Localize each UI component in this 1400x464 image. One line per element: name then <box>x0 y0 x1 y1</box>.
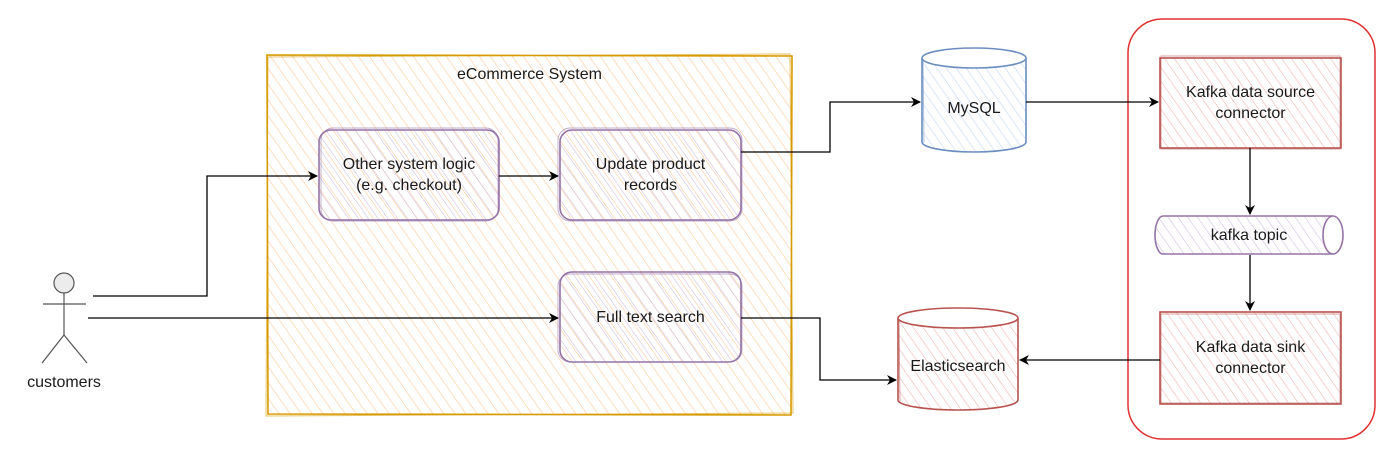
mysql-database-icon <box>921 47 1027 153</box>
kafka-topic-queue-icon <box>1154 215 1344 255</box>
elasticsearch-database-icon <box>897 307 1019 411</box>
edge-update-records-to-mysql <box>741 97 921 153</box>
full-text-search-node <box>557 271 743 363</box>
kafka-source-connector-node <box>1159 55 1342 150</box>
other-system-logic-node <box>318 127 500 222</box>
customer-actor-icon <box>41 272 88 364</box>
kafka-sink-connector-node <box>1159 311 1342 405</box>
edge-full-text-search-to-elasticsearch <box>741 317 897 385</box>
edge-customer-to-other-logic <box>93 171 318 297</box>
update-product-records-node <box>557 127 743 222</box>
